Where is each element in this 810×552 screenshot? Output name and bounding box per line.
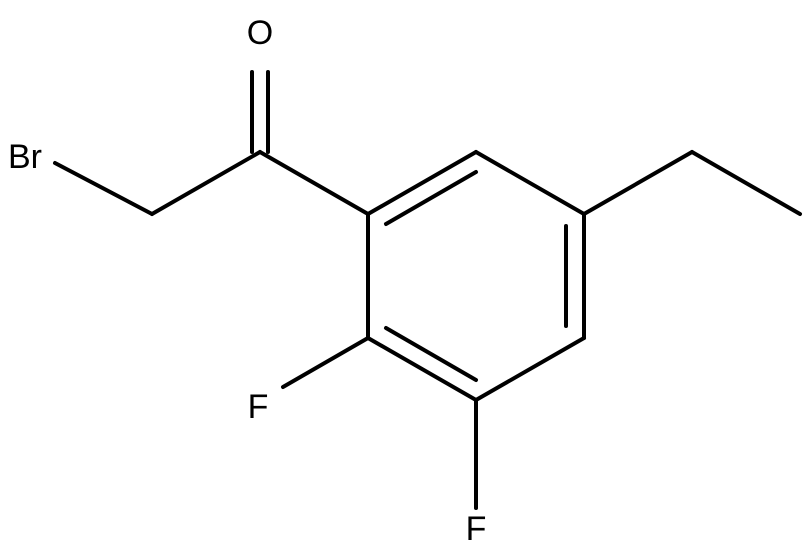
ring-bond-5-inner <box>384 326 478 382</box>
ethyl-bond-2 <box>690 150 802 216</box>
carbonyl-ring-bond <box>258 150 370 216</box>
bromine-label: Br <box>8 138 42 176</box>
ring-bond-5 <box>366 336 478 402</box>
ring-bond-2 <box>474 150 586 216</box>
fluorine-lower-label: F <box>466 510 487 548</box>
br-ch2-bond <box>53 161 154 216</box>
bonds <box>53 70 802 510</box>
ethyl-bond-1 <box>582 150 694 216</box>
ring-bond-1-inner <box>384 170 478 226</box>
ring-bond-1 <box>366 150 478 216</box>
atom-labels: O Br F F <box>8 14 486 548</box>
cf-bond-upper <box>281 336 370 389</box>
ring-bond-4 <box>474 336 586 402</box>
ch2-carbonyl-bond <box>150 150 262 216</box>
fluorine-upper-label: F <box>248 388 269 426</box>
oxygen-label: O <box>247 14 273 52</box>
